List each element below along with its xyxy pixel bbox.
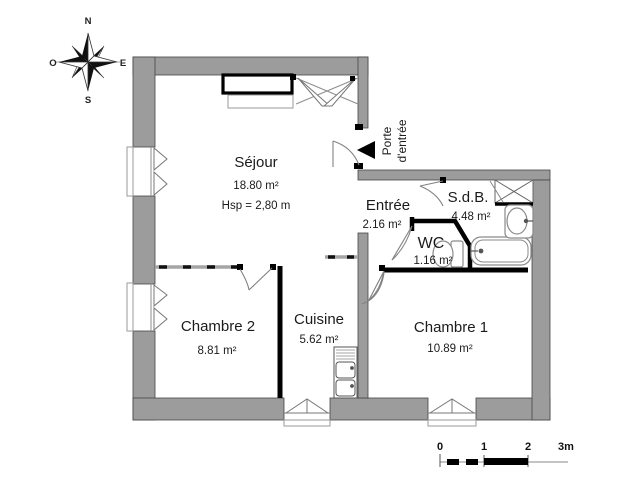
room-sdb: S.d.B. 4.48 m² <box>448 189 491 223</box>
window-sdb-icon <box>489 179 534 206</box>
room-sejour: Séjour 18.80 m² Hsp = 2,80 m <box>222 154 291 212</box>
entrance-label-line2: d'entrée <box>395 119 409 162</box>
room-entree-area: 2.16 m² <box>363 219 402 231</box>
entrance-door-icon <box>332 140 360 167</box>
room-chambre1-name: Chambre 1 <box>414 319 488 336</box>
toilet-icon <box>432 240 464 268</box>
sdb-door-icon <box>419 180 444 207</box>
room-cuisine: Cuisine 5.62 m² <box>294 311 344 346</box>
room-wc: WC 1.16 m² <box>414 235 453 267</box>
room-chambre1: Chambre 1 10.89 m² <box>414 319 488 355</box>
window-sejour-top-icon <box>221 73 294 95</box>
room-entree-name: Entrée <box>366 197 410 214</box>
room-sdb-name: S.d.B. <box>448 189 489 206</box>
room-wc-name: WC <box>418 235 445 252</box>
compass-east-label: E <box>120 58 126 69</box>
window-sejour-double-icon <box>295 77 359 107</box>
kitchen-sink-icon <box>333 346 358 399</box>
fixtures <box>333 204 534 399</box>
room-sejour-height: Hsp = 2,80 m <box>222 200 291 212</box>
compass-north-label: N <box>85 16 92 27</box>
room-chambre2-name: Chambre 2 <box>181 318 255 335</box>
room-sejour-name: Séjour <box>234 154 277 171</box>
exterior-walls <box>132 56 551 421</box>
room-chambre2-area: 8.81 m² <box>198 345 237 357</box>
compass-west-label: O <box>49 58 56 69</box>
scale-tick-2: 2 <box>525 441 531 453</box>
compass-rose-icon: N S E O <box>49 16 126 106</box>
scale-bar: 0 1 2 3m <box>437 441 574 467</box>
window-symbols <box>126 73 534 427</box>
room-labels: Séjour 18.80 m² Hsp = 2,80 m Entrée 2.16… <box>181 154 491 357</box>
room-sdb-area: 4.48 m² <box>452 211 491 223</box>
window-cuisine-icon <box>283 398 331 427</box>
entrance-label-line1: Porte <box>380 126 394 155</box>
scale-tick-0: 0 <box>437 441 443 453</box>
room-wc-area: 1.16 m² <box>414 255 453 267</box>
scale-tick-1: 1 <box>481 441 487 453</box>
bathtub-icon <box>470 236 532 266</box>
chambre2-door-icon <box>239 267 273 291</box>
room-cuisine-area: 5.62 m² <box>300 334 339 346</box>
washbasin-icon <box>504 204 534 239</box>
chambre1-door-icon <box>361 270 385 305</box>
wc-door-icon <box>391 225 413 261</box>
room-chambre1-area: 10.89 m² <box>427 343 473 355</box>
room-cuisine-name: Cuisine <box>294 311 344 328</box>
door-swings <box>239 140 444 305</box>
room-chambre2: Chambre 2 8.81 m² <box>181 318 255 357</box>
entrance-annotation: Porte d'entrée <box>357 119 409 163</box>
entrance-arrow-icon <box>357 141 375 159</box>
window-chambre1-icon <box>427 398 477 427</box>
scale-tick-3m: 3m <box>558 441 574 453</box>
window-left-1-icon <box>126 146 168 197</box>
window-left-2-icon <box>126 282 168 332</box>
compass-south-label: S <box>85 95 91 106</box>
room-entree: Entrée 2.16 m² <box>363 197 411 231</box>
interior-partitions <box>155 124 528 398</box>
room-sejour-area: 18.80 m² <box>233 180 279 192</box>
